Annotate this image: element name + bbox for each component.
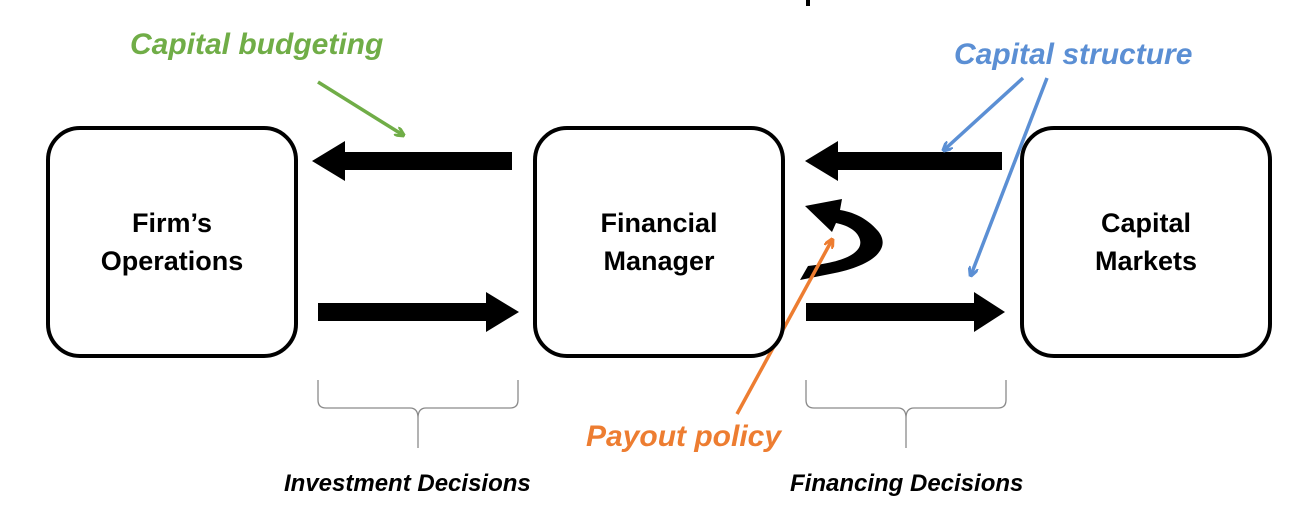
financing-brace — [805, 380, 1007, 448]
payout-curved-arrow — [800, 199, 883, 280]
financial-manager-label: Financial Manager — [600, 208, 718, 276]
arrow-manager-to-operations — [312, 141, 512, 181]
capital-markets-box: Capital Markets — [1020, 126, 1272, 358]
arrow-operations-to-manager — [318, 292, 519, 332]
investment-decisions-label: Investment Decisions — [284, 470, 531, 497]
payout-policy-label: Payout policy — [586, 420, 782, 453]
top-cropped-mark — [806, 0, 810, 6]
capital-structure-pointer-2 — [971, 77, 1049, 275]
arrow-markets-to-manager — [805, 141, 1002, 181]
financial-manager-box: Financial Manager — [533, 126, 785, 358]
capital-budgeting-label: Capital budgeting — [130, 28, 384, 61]
capital-markets-label: Capital Markets — [1094, 208, 1198, 276]
arrow-manager-to-markets — [806, 292, 1005, 332]
firms-operations-box: Firm’s Operations — [46, 126, 298, 358]
capital-structure-label: Capital structure — [954, 38, 1193, 71]
firms-operations-label: Firm’s Operations — [100, 208, 244, 276]
capital-structure-pointer-1 — [944, 76, 1025, 150]
investment-brace — [317, 380, 519, 448]
financing-decisions-label: Financing Decisions — [790, 470, 1024, 497]
capital-budgeting-pointer — [317, 80, 403, 135]
